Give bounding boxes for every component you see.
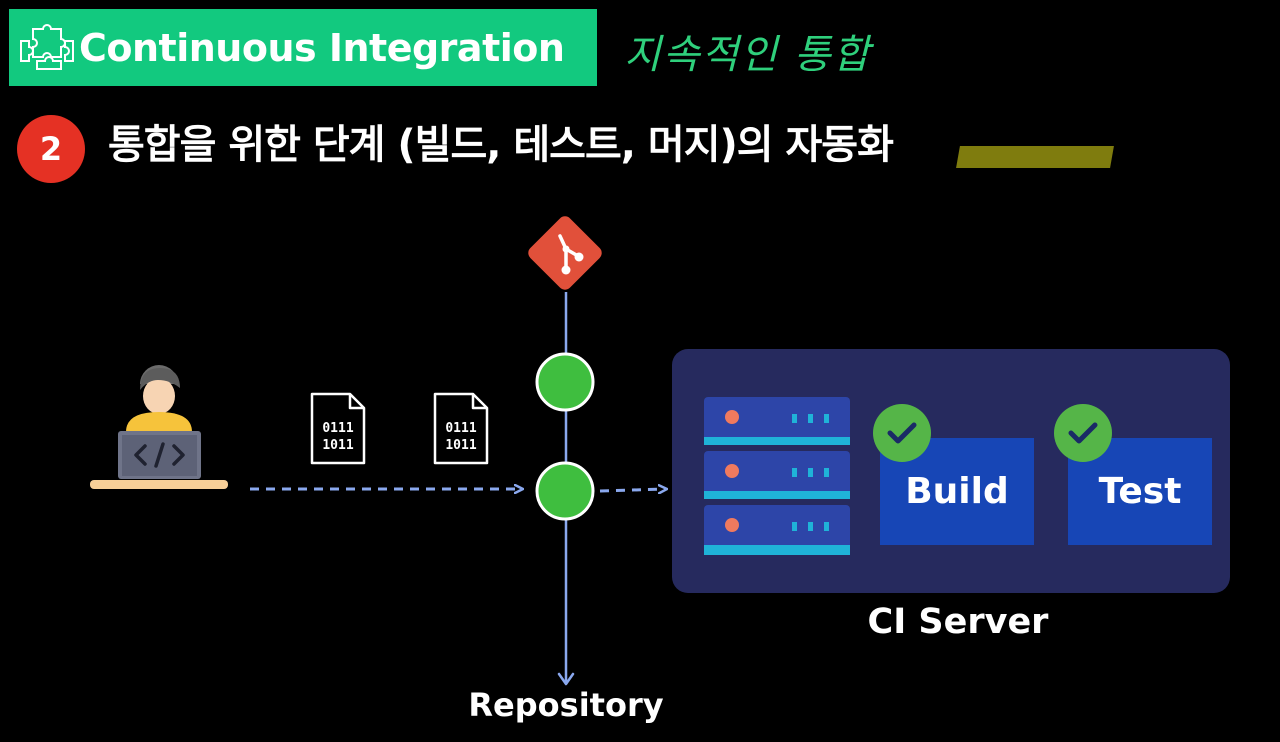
test-check-icon bbox=[1054, 404, 1112, 462]
binary-file-line2: 1011 bbox=[445, 438, 476, 453]
repository-label: Repository bbox=[468, 686, 664, 724]
server-rack-icon bbox=[704, 397, 850, 555]
build-stage-label: Build bbox=[905, 471, 1009, 512]
puzzle-icon bbox=[20, 24, 74, 70]
test-stage-label: Test bbox=[1098, 471, 1182, 512]
step-heading: 통합을 위한 단계 (빌드, 테스트, 머지)의 자동화 bbox=[108, 122, 894, 168]
developer-laptop-icon bbox=[90, 365, 228, 489]
title-translation: 지속적인 통합 bbox=[624, 32, 872, 78]
step-number-badge: 2 bbox=[17, 115, 85, 183]
page-title: Continuous Integration bbox=[79, 26, 565, 70]
ci-server-panel: Build Test bbox=[672, 349, 1230, 593]
binary-file-line1: 0111 bbox=[445, 421, 476, 436]
binary-file-icon: 0111 1011 bbox=[310, 392, 366, 465]
git-icon bbox=[528, 216, 602, 290]
build-check-icon bbox=[873, 404, 931, 462]
title-banner: Continuous Integration bbox=[9, 9, 597, 86]
binary-file-icon: 0111 1011 bbox=[433, 392, 489, 465]
trigger-arrow bbox=[599, 489, 666, 491]
commit-node-upper bbox=[535, 352, 595, 412]
repository-arrowhead bbox=[557, 672, 575, 686]
binary-file-line1: 0111 bbox=[322, 421, 353, 436]
commit-node-lower bbox=[535, 461, 595, 521]
binary-file-line2: 1011 bbox=[322, 438, 353, 453]
ci-server-label: CI Server bbox=[867, 602, 1049, 642]
